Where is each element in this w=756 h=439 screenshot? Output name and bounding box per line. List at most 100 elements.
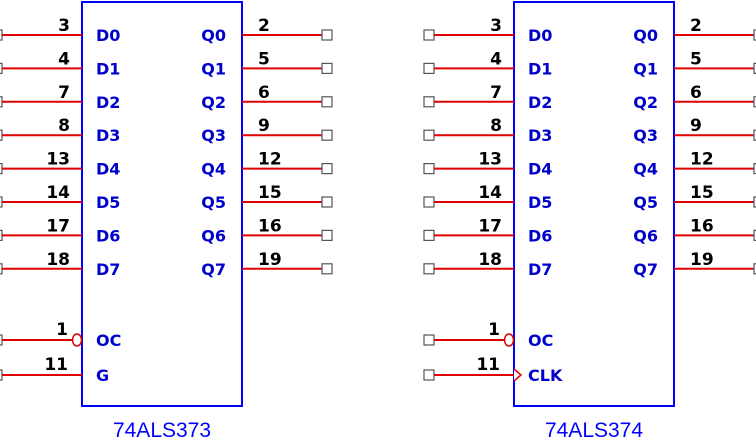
- output-pin-q2: 6Q2: [633, 83, 756, 112]
- pin-name: D2: [528, 93, 552, 112]
- pin-pad[interactable]: [423, 334, 435, 346]
- pin-pad[interactable]: [423, 229, 435, 241]
- pin-number: 15: [690, 183, 714, 203]
- pin-name: D5: [96, 193, 120, 212]
- pin-pad[interactable]: [321, 263, 333, 275]
- pin-pad[interactable]: [0, 62, 3, 75]
- pin-name: Q3: [201, 126, 226, 145]
- pin-pad[interactable]: [321, 96, 333, 108]
- control-pin-oc: 1OC: [0, 320, 121, 350]
- pin-number: 1: [56, 320, 68, 340]
- pin-name: Q3: [633, 126, 658, 145]
- pin-pad[interactable]: [753, 96, 756, 108]
- pin-pad[interactable]: [753, 229, 756, 241]
- pin-name: D4: [96, 160, 120, 179]
- pin-number: 19: [258, 250, 282, 270]
- pin-pad[interactable]: [321, 196, 333, 208]
- pin-pad[interactable]: [0, 196, 3, 208]
- pin-name: OC: [528, 331, 553, 350]
- pin-pad[interactable]: [0, 29, 3, 41]
- pin-pad[interactable]: [423, 29, 435, 41]
- pin-number: 17: [46, 216, 70, 236]
- pin-name: Q4: [201, 160, 226, 179]
- pin-pad[interactable]: [753, 29, 756, 41]
- pin-pad[interactable]: [0, 369, 3, 381]
- pin-number: 17: [478, 216, 502, 236]
- pin-number: 5: [258, 49, 270, 69]
- pin-number: 14: [46, 183, 70, 203]
- output-pin-q3: 9Q3: [201, 116, 333, 145]
- inversion-bubble-icon: [71, 333, 83, 347]
- output-pin-q0: 2Q0: [633, 16, 756, 45]
- pin-pad[interactable]: [423, 163, 435, 175]
- pin-name: CLK: [528, 366, 563, 385]
- output-pin-q1: 5Q1: [201, 49, 333, 78]
- part-label: 74ALS373: [113, 419, 211, 439]
- pin-pad[interactable]: [0, 129, 3, 141]
- pin-pad[interactable]: [0, 334, 3, 346]
- pin-name: Q7: [201, 260, 226, 279]
- pin-pad[interactable]: [321, 29, 333, 41]
- pin-number: 9: [258, 116, 270, 136]
- pin-number: 2: [690, 16, 702, 36]
- pin-number: 7: [490, 83, 502, 103]
- pin-pad[interactable]: [321, 62, 333, 75]
- pin-pad[interactable]: [423, 369, 435, 381]
- pin-pad[interactable]: [753, 62, 756, 75]
- pin-number: 11: [476, 355, 500, 375]
- pin-number: 13: [478, 150, 502, 170]
- pin-pad[interactable]: [753, 196, 756, 208]
- control-pin-g: 11G: [0, 355, 109, 385]
- pin-pad[interactable]: [423, 129, 435, 141]
- clock-wedge-icon: [513, 368, 523, 382]
- pin-name: Q6: [633, 226, 658, 245]
- pin-name: D6: [96, 226, 120, 245]
- pin-name: D0: [96, 26, 120, 45]
- pin-number: 8: [490, 116, 502, 136]
- pin-number: 14: [478, 183, 502, 203]
- pin-pad[interactable]: [753, 263, 756, 275]
- pin-pad[interactable]: [321, 229, 333, 241]
- pin-name: Q1: [201, 59, 226, 78]
- pin-name: Q7: [633, 260, 658, 279]
- pin-number: 13: [46, 150, 70, 170]
- pin-number: 18: [478, 250, 502, 270]
- pin-number: 5: [690, 49, 702, 69]
- pin-name: Q0: [633, 26, 658, 45]
- pin-pad[interactable]: [0, 163, 3, 175]
- pin-pad[interactable]: [321, 129, 333, 141]
- pin-number: 6: [690, 83, 702, 103]
- pin-pad[interactable]: [753, 163, 756, 175]
- pin-pad[interactable]: [423, 96, 435, 108]
- pin-pad[interactable]: [0, 229, 3, 241]
- pin-name: D3: [528, 126, 552, 145]
- pin-pad[interactable]: [0, 263, 3, 275]
- pin-name: G: [96, 366, 109, 385]
- pin-number: 9: [690, 116, 702, 136]
- output-pin-q1: 5Q1: [633, 49, 756, 78]
- pin-number: 19: [690, 250, 714, 270]
- pin-pad[interactable]: [423, 62, 435, 75]
- pin-pad[interactable]: [0, 96, 3, 108]
- pin-pad[interactable]: [423, 263, 435, 275]
- output-pin-q3: 9Q3: [633, 116, 756, 145]
- output-pin-q0: 2Q0: [201, 16, 333, 45]
- pin-number: 18: [46, 250, 70, 270]
- pin-pad[interactable]: [753, 129, 756, 141]
- pin-pad[interactable]: [423, 196, 435, 208]
- pin-pad[interactable]: [321, 163, 333, 175]
- chip-body: [81, 1, 243, 407]
- pin-number: 11: [44, 355, 68, 375]
